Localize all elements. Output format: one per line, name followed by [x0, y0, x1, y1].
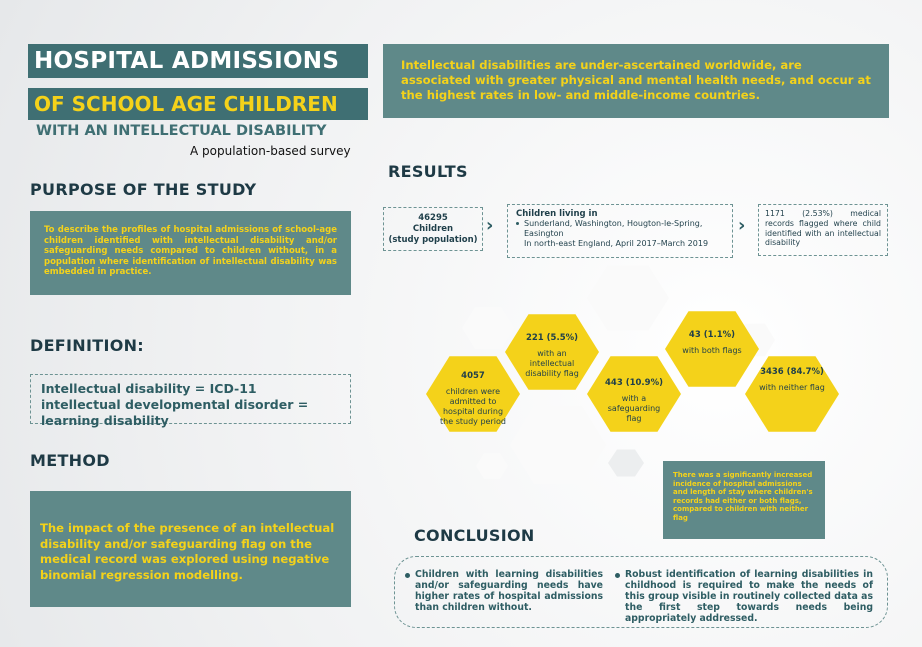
hex-both-text: 43 (1.1%) with both flags [677, 330, 747, 356]
title-line-2: OF SCHOOL AGE CHILDREN [28, 88, 368, 120]
title-line-3: WITH AN INTELLECTUAL DISABILITY [36, 123, 327, 139]
title-line-1: HOSPITAL ADMISSIONS [28, 44, 368, 78]
hex-both-label: with both flags [682, 346, 742, 355]
conclusion-heading: CONCLUSION [414, 526, 535, 545]
flagged-box: 1171 (2.53%) medical records flagged whe… [758, 204, 888, 256]
conclusion-point-1: Children with learning disabilities and/… [415, 569, 603, 613]
hex-safeguarding-label: with a safeguarding flag [607, 394, 661, 423]
chevron-right-icon: › [738, 215, 746, 236]
hex-both [665, 311, 759, 387]
living-box: Children living in Sunderland, Washingto… [507, 204, 733, 258]
hex-decoration [476, 453, 508, 479]
definition-heading: DEFINITION: [30, 336, 144, 355]
hex-decoration [587, 265, 669, 331]
population-box: 46295 Children (study population) [383, 207, 483, 251]
bullet-dot-icon [615, 573, 620, 578]
hex-neither-text: 3436 (84.7%) with neither flag [757, 367, 827, 393]
population-sublabel: (study population) [388, 235, 478, 245]
hex-admitted-text: 4057 children were admitted to hospital … [438, 371, 508, 427]
chevron-right-icon: › [486, 215, 494, 236]
hex-intellectual-number: 221 (5.5%) [525, 333, 579, 343]
hex-neither-label: with neither flag [759, 383, 825, 392]
definition-box: Intellectual disability = ICD-11 intelle… [30, 374, 351, 428]
method-heading: METHOD [30, 451, 110, 470]
hex-safeguarding [587, 356, 681, 432]
hex-intellectual [505, 314, 599, 390]
method-panel: The impact of the presence of an intelle… [30, 491, 351, 607]
hex-admitted-label: children were admitted to hospital durin… [440, 387, 506, 426]
bullet-dot-icon [516, 222, 519, 225]
hex-neither-number: 3436 (84.7%) [760, 367, 824, 377]
living-places: Sunderland, Washington, Hougton-le-Sprin… [524, 219, 703, 238]
purpose-heading: PURPOSE OF THE STUDY [30, 180, 257, 199]
living-region: In north-east England, April 2017–March … [524, 239, 709, 248]
finding-panel: There was a significantly increased inci… [663, 461, 825, 539]
living-places-row: Sunderland, Washington, Hougton-le-Sprin… [516, 219, 724, 239]
hex-admitted-number: 4057 [461, 371, 485, 381]
population-number: 46295 [418, 213, 448, 223]
hex-decoration [462, 307, 514, 349]
conclusion-box: Children with learning disabilities and/… [394, 556, 888, 628]
subtitle: A population-based survey [190, 144, 351, 158]
hex-safeguarding-number: 443 (10.9%) [605, 378, 663, 388]
hex-safeguarding-text: 443 (10.9%) with a safeguarding flag [599, 378, 669, 424]
conclusion-point-2: Robust identification of learning disabi… [625, 569, 873, 624]
hex-both-number: 43 (1.1%) [688, 330, 736, 340]
hex-decoration [608, 449, 644, 477]
hex-intellectual-text: 221 (5.5%) with an intellectual disabili… [517, 333, 587, 379]
hex-intellectual-label: with an intellectual disability flag [525, 349, 579, 378]
living-title: Children living in [516, 209, 598, 219]
purpose-panel: To describe the profiles of hospital adm… [30, 211, 351, 295]
population-label: Children [412, 224, 454, 234]
hex-neither [745, 356, 839, 432]
bullet-dot-icon [405, 573, 410, 578]
hex-decoration [510, 406, 606, 484]
results-heading: RESULTS [388, 162, 468, 181]
intro-panel: Intellectual disabilities are under-asce… [383, 44, 889, 118]
